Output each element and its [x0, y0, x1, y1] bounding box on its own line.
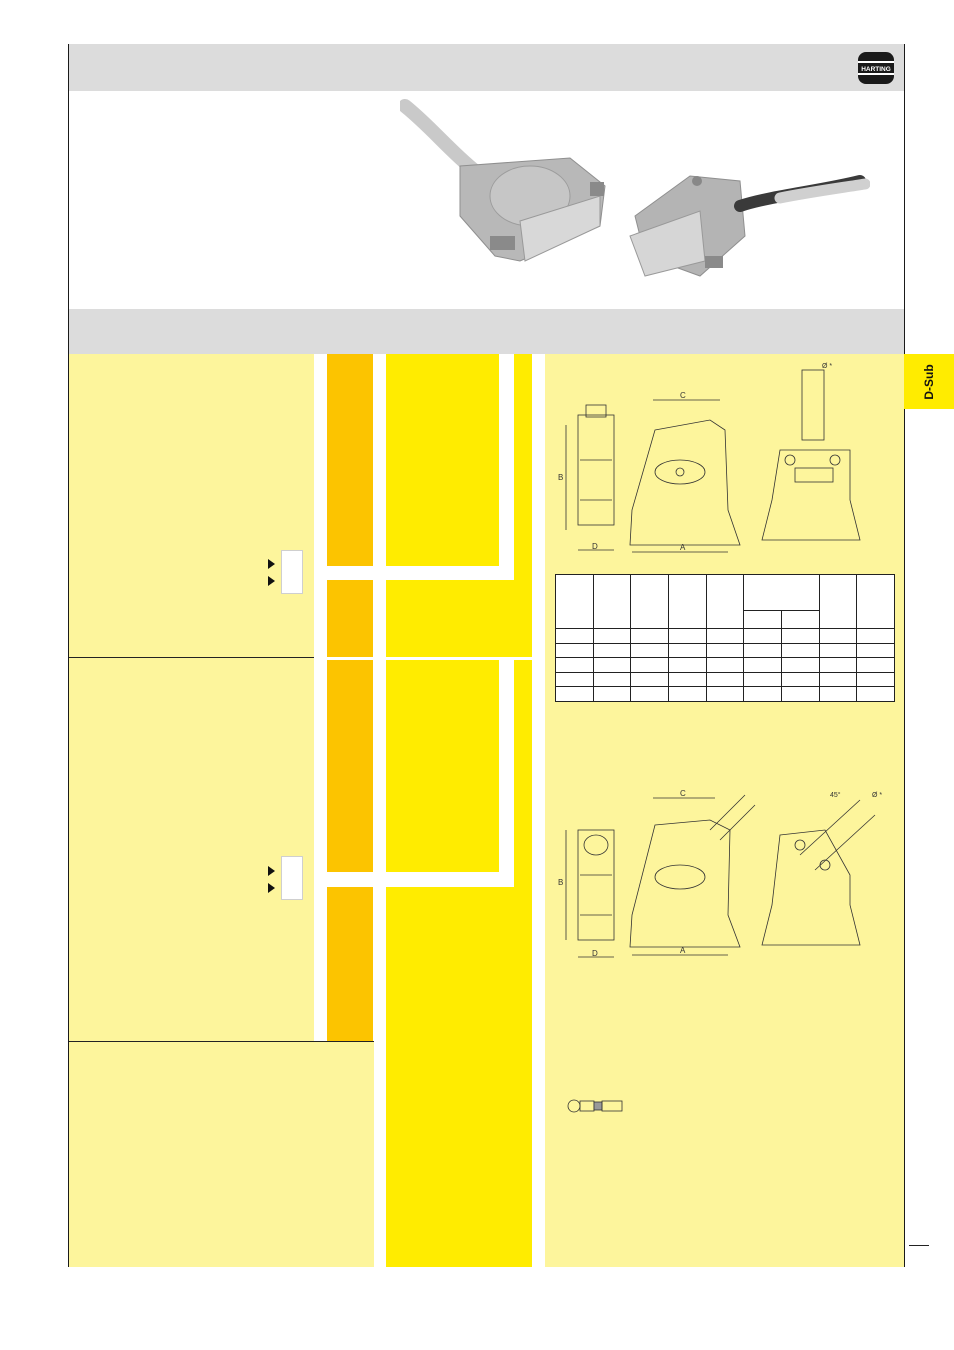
- technical-drawing-straight: B D C A Ø *: [550, 360, 900, 565]
- row-divider-2: [69, 1041, 374, 1042]
- svg-text:C: C: [680, 391, 686, 400]
- logo-text: HARTING: [861, 66, 891, 73]
- harting-logo: HARTING: [855, 48, 897, 88]
- table-cell: [705, 574, 745, 629]
- table-cell: [667, 574, 707, 629]
- table-cell: [743, 610, 782, 629]
- table-cell: [630, 574, 669, 629]
- yellow-block-2b: [386, 887, 532, 1041]
- orange-block-2a: [327, 660, 373, 872]
- svg-text:C: C: [680, 789, 686, 798]
- header-band: [69, 44, 904, 91]
- frame-line-left: [68, 44, 69, 1267]
- svg-text:B: B: [558, 473, 563, 482]
- svg-text:A: A: [680, 946, 686, 955]
- yellow-block-1b: [386, 580, 532, 657]
- orange-block-1b: [327, 580, 373, 657]
- arrow-marker-icon: [268, 559, 275, 569]
- side-tab[interactable]: D-Sub: [904, 354, 954, 409]
- table-cell: [856, 574, 895, 629]
- orange-block-2b: [327, 887, 373, 1041]
- svg-text:A: A: [680, 543, 686, 552]
- table-cell: [818, 574, 858, 629]
- section-header-band: [69, 309, 904, 354]
- technical-drawing-angled: B D C A 45° Ø *: [550, 775, 900, 965]
- marker-box-2: [281, 856, 303, 900]
- side-tab-label: D-Sub: [922, 363, 936, 400]
- arrow-marker-icon: [268, 883, 275, 893]
- svg-text:Ø *: Ø *: [822, 363, 832, 370]
- table-cell: [743, 574, 820, 611]
- marker-box-1: [281, 550, 303, 594]
- yellow-block-3: [386, 1041, 532, 1267]
- svg-text:D: D: [592, 949, 598, 958]
- page-marker-line: [909, 1245, 929, 1246]
- yellow-block-2a: [386, 660, 499, 872]
- svg-text:45°: 45°: [830, 791, 841, 799]
- left-text-column-bottom: [69, 1042, 374, 1267]
- contact-drawing: [566, 1096, 628, 1116]
- yellow-block-1a: [386, 354, 499, 566]
- arrow-marker-icon: [268, 866, 275, 876]
- table-cell: [780, 610, 820, 629]
- svg-text:D: D: [592, 542, 598, 551]
- svg-text:B: B: [558, 878, 563, 887]
- dimension-table: [555, 574, 895, 702]
- svg-text:Ø *: Ø *: [872, 792, 882, 799]
- arrow-marker-icon: [268, 576, 275, 586]
- table-cell: [555, 574, 594, 629]
- frame-line-right: [904, 44, 905, 1267]
- right-drawing-column: [545, 354, 904, 1267]
- table-cell: [592, 574, 632, 629]
- product-photo: [398, 96, 871, 281]
- orange-block-1a: [327, 354, 373, 566]
- row-divider-1: [69, 657, 314, 658]
